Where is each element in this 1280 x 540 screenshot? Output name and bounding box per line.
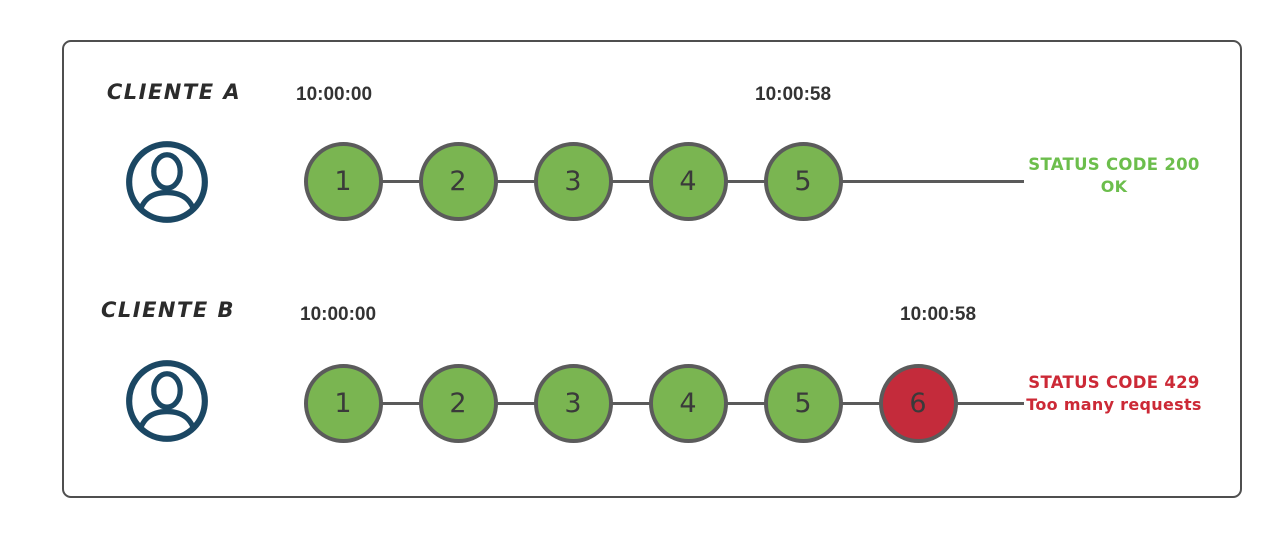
- request-number: 4: [679, 388, 697, 419]
- request-number: 2: [449, 388, 467, 419]
- request-number: 5: [794, 166, 812, 197]
- status-code-line: STATUS CODE 429: [1028, 373, 1200, 392]
- start-timestamp: 10:00:00: [300, 304, 377, 325]
- status-text-error: STATUS CODE 429 Too many requests: [1026, 372, 1202, 415]
- client-a-label: CLIENTE A: [106, 80, 242, 104]
- end-timestamp: 10:00:58: [900, 304, 977, 325]
- start-timestamp: 10:00:00: [296, 84, 373, 105]
- request-number: 3: [564, 388, 582, 419]
- request-circle-ok: 4: [648, 142, 728, 221]
- request-number: 5: [794, 388, 812, 419]
- request-number: 3: [564, 166, 582, 197]
- request-circle-blocked: 6: [878, 364, 958, 443]
- request-track: 1 2 3 4 5: [64, 142, 1240, 222]
- request-circle-ok: 5: [763, 142, 843, 221]
- request-circle-ok: 4: [648, 364, 728, 443]
- outer-box: CLIENTE A 10:00:00 10:00:58 1 2 3 4 5 STATUS…: [62, 40, 1242, 498]
- request-circle-ok: 5: [763, 364, 843, 443]
- request-number: 4: [679, 166, 697, 197]
- request-number: 2: [449, 166, 467, 197]
- request-circle-ok: 2: [418, 364, 498, 443]
- request-number: 1: [334, 388, 352, 419]
- client-b-label: CLIENTE B: [100, 298, 235, 322]
- status-message: Too many requests: [1026, 394, 1202, 414]
- status-code-line: STATUS CODE 200: [1028, 155, 1200, 174]
- status-message: OK: [1100, 176, 1128, 196]
- end-timestamp: 10:00:58: [755, 84, 832, 105]
- request-circle-ok: 1: [303, 364, 383, 443]
- request-track: 1 2 3 4 5 6: [64, 364, 1240, 444]
- user-avatar-icon: [126, 360, 208, 442]
- request-number: 6: [909, 388, 927, 419]
- request-circle-ok: 1: [303, 142, 383, 221]
- request-circle-ok: 3: [533, 142, 613, 221]
- request-circle-ok: 2: [418, 142, 498, 221]
- request-number: 1: [334, 166, 352, 197]
- request-circle-ok: 3: [533, 364, 613, 443]
- status-text-success: STATUS CODE 200 OK: [1026, 154, 1202, 197]
- user-avatar-icon: [126, 141, 208, 223]
